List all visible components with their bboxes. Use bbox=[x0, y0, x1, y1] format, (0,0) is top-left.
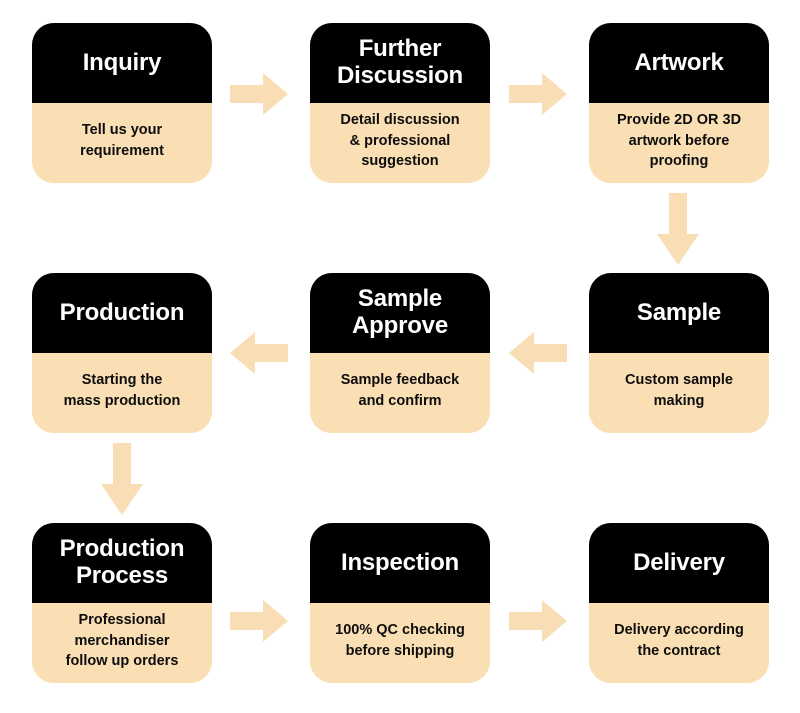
step-description: Provide 2D OR 3D artwork before proofing bbox=[616, 112, 742, 170]
arrow-right-icon bbox=[509, 71, 567, 117]
step-card-delivery: Delivery Delivery according the contract bbox=[589, 523, 769, 683]
step-description: Detail discussion & professional suggest… bbox=[340, 112, 460, 170]
step-title: Sample Approve bbox=[352, 285, 448, 339]
step-card-body: Provide 2D OR 3D artwork before proofing bbox=[589, 103, 769, 183]
step-card-further-discussion: Further Discussion Detail discussion & p… bbox=[310, 23, 490, 183]
step-card-body: Sample feedback and confirm bbox=[310, 353, 490, 433]
step-card-inspection: Inspection 100% QC checking before shipp… bbox=[310, 523, 490, 683]
step-title: Production bbox=[59, 298, 185, 326]
arrow-right-icon bbox=[230, 71, 288, 117]
step-card-header: Production Process bbox=[32, 523, 212, 603]
step-description: Professional merchandiser follow up orde… bbox=[65, 612, 179, 670]
step-card-body: Detail discussion & professional suggest… bbox=[310, 103, 490, 183]
step-card-body: Delivery according the contract bbox=[589, 603, 769, 683]
arrow-left-icon bbox=[509, 330, 567, 376]
step-card-header: Inquiry bbox=[32, 23, 212, 103]
step-card-artwork: Artwork Provide 2D OR 3D artwork before … bbox=[589, 23, 769, 183]
step-title: Inspection bbox=[340, 548, 459, 576]
step-description: 100% QC checking before shipping bbox=[335, 622, 465, 659]
step-card-body: Tell us your requirement bbox=[32, 103, 212, 183]
step-description: Sample feedback and confirm bbox=[340, 372, 460, 409]
step-card-header: Further Discussion bbox=[310, 23, 490, 103]
step-card-body: 100% QC checking before shipping bbox=[310, 603, 490, 683]
step-title: Inquiry bbox=[82, 48, 162, 76]
step-card-header: Sample bbox=[589, 273, 769, 353]
step-card-header: Production bbox=[32, 273, 212, 353]
arrow-right-icon bbox=[509, 598, 567, 644]
step-card-header: Delivery bbox=[589, 523, 769, 603]
step-card-body: Custom sample making bbox=[589, 353, 769, 433]
step-title: Production Process bbox=[59, 535, 185, 589]
step-title: Delivery bbox=[633, 548, 725, 576]
step-card-header: Inspection bbox=[310, 523, 490, 603]
step-card-production: Production Starting the mass production bbox=[32, 273, 212, 433]
arrow-down-icon bbox=[655, 193, 701, 265]
arrow-left-icon bbox=[230, 330, 288, 376]
step-card-body: Starting the mass production bbox=[32, 353, 212, 433]
step-card-inquiry: Inquiry Tell us your requirement bbox=[32, 23, 212, 183]
step-title: Sample bbox=[636, 298, 722, 326]
step-card-production-process: Production Process Professional merchand… bbox=[32, 523, 212, 683]
step-description: Tell us your requirement bbox=[80, 122, 164, 159]
step-title: Further Discussion bbox=[336, 35, 464, 89]
step-card-body: Professional merchandiser follow up orde… bbox=[32, 603, 212, 683]
step-card-sample: Sample Custom sample making bbox=[589, 273, 769, 433]
arrow-down-icon bbox=[99, 443, 145, 515]
step-card-sample-approve: Sample Approve Sample feedback and confi… bbox=[310, 273, 490, 433]
step-description: Starting the mass production bbox=[63, 372, 181, 409]
step-description: Custom sample making bbox=[625, 372, 733, 409]
step-card-header: Artwork bbox=[589, 23, 769, 103]
step-card-header: Sample Approve bbox=[310, 273, 490, 353]
step-description: Delivery according the contract bbox=[614, 622, 744, 659]
arrow-right-icon bbox=[230, 598, 288, 644]
step-title: Artwork bbox=[634, 48, 724, 76]
